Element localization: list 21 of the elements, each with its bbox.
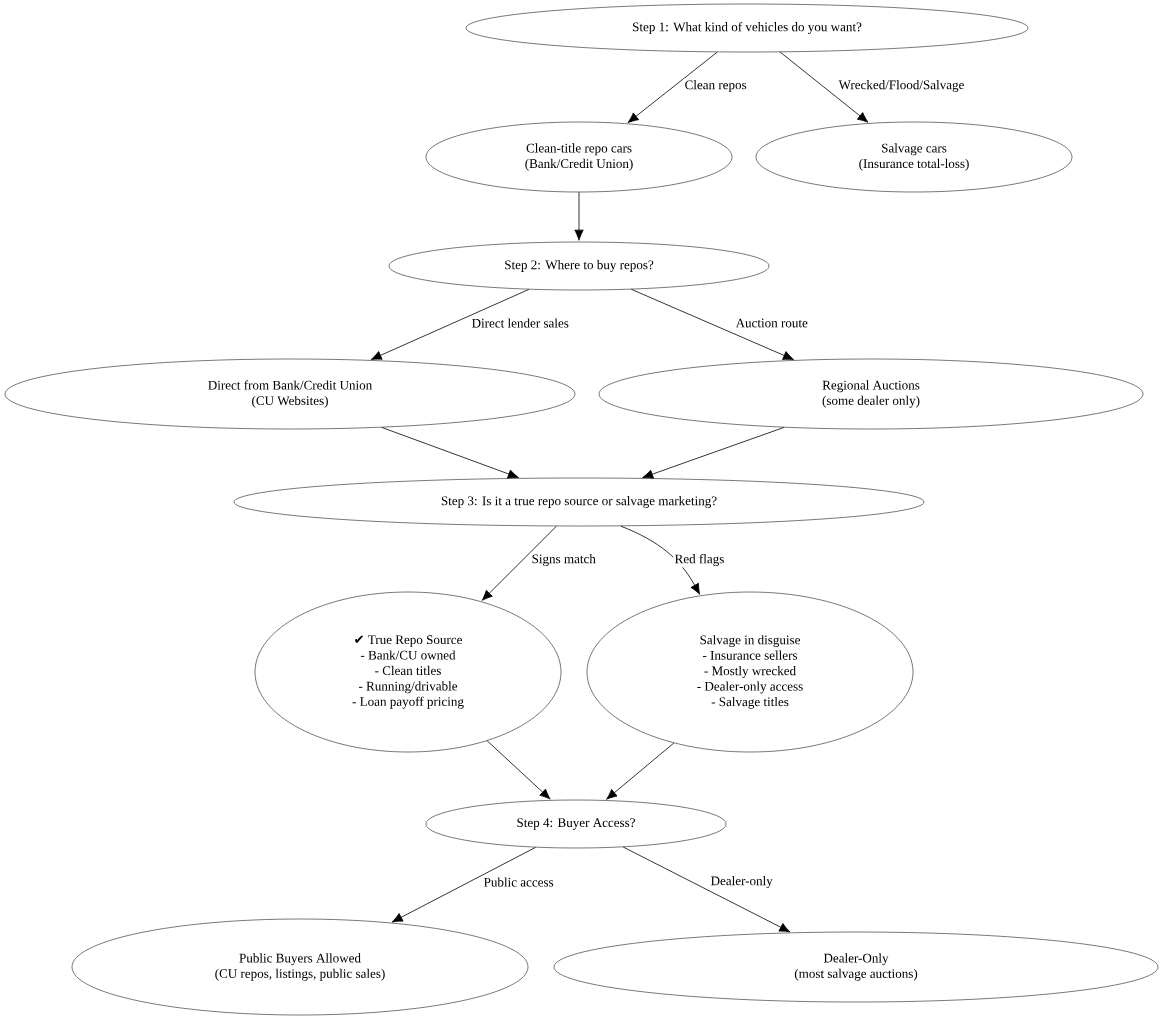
arrow xyxy=(631,288,794,360)
arrow xyxy=(370,289,530,360)
arrow xyxy=(642,427,785,479)
arrow xyxy=(627,51,718,123)
edge-label: Clean repos xyxy=(683,78,748,94)
edge-label: Public access xyxy=(482,876,555,888)
arrow xyxy=(486,740,551,800)
edge-label: Auction route xyxy=(734,317,810,329)
edge-label: Wrecked/Flood/Salvage xyxy=(837,78,966,94)
arrow xyxy=(606,742,675,800)
edge-label: Dealer-only xyxy=(709,874,775,890)
arrow xyxy=(779,51,869,123)
arrow xyxy=(381,427,519,479)
arrow xyxy=(622,846,791,933)
arrow xyxy=(574,191,584,241)
edge-label: Red flags xyxy=(673,552,726,568)
arrow xyxy=(391,847,536,923)
edge-label: Direct lender sales xyxy=(470,317,571,329)
arrow xyxy=(620,525,701,595)
arrow xyxy=(481,525,557,601)
edge-label: Signs match xyxy=(530,552,598,568)
